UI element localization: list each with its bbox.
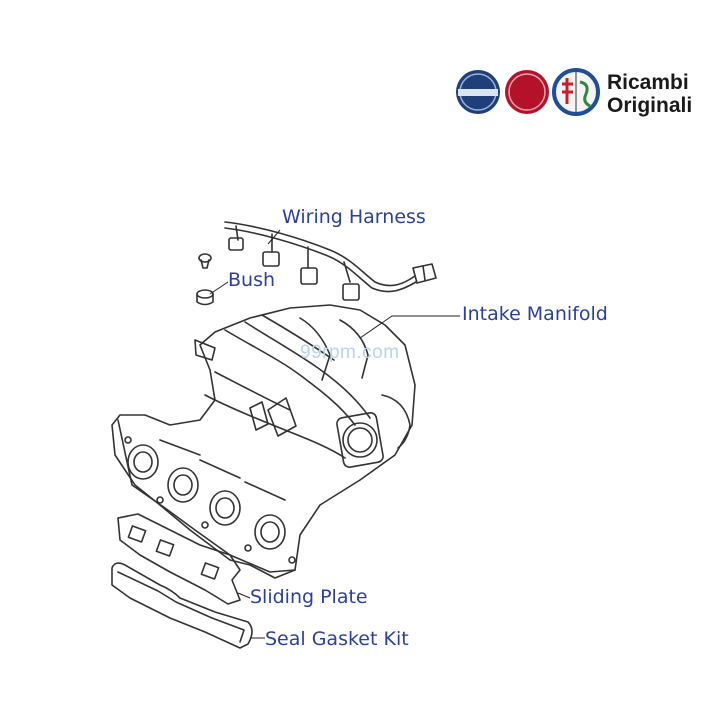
label-intake-manifold: Intake Manifold — [462, 303, 608, 325]
leader-sliding-plate — [237, 592, 251, 599]
label-wiring-harness: Wiring Harness — [282, 206, 426, 228]
wiring-harness-drawing — [224, 221, 437, 301]
seal-gasket-drawing — [111, 562, 253, 649]
leader-intake-manifold — [359, 315, 460, 339]
label-seal-gasket-kit: Seal Gasket Kit — [265, 628, 409, 650]
label-sliding-plate: Sliding Plate — [250, 586, 368, 608]
fiat-logo-icon — [505, 70, 549, 114]
sliding-plate-drawing — [117, 513, 241, 605]
leader-bush — [209, 281, 229, 295]
alfa-romeo-logo-icon — [552, 68, 600, 116]
lancia-logo-icon — [456, 70, 500, 114]
leader-wiring-harness — [267, 229, 281, 245]
brand-text-line2: Originali — [607, 94, 693, 117]
brand-text-line1: Ricambi — [607, 71, 689, 94]
watermark: 99rpm.com — [300, 342, 400, 363]
brand-logos — [456, 68, 600, 116]
manifold-drawing — [111, 304, 416, 579]
label-bush: Bush — [228, 269, 276, 291]
bush-drawing — [196, 253, 214, 306]
